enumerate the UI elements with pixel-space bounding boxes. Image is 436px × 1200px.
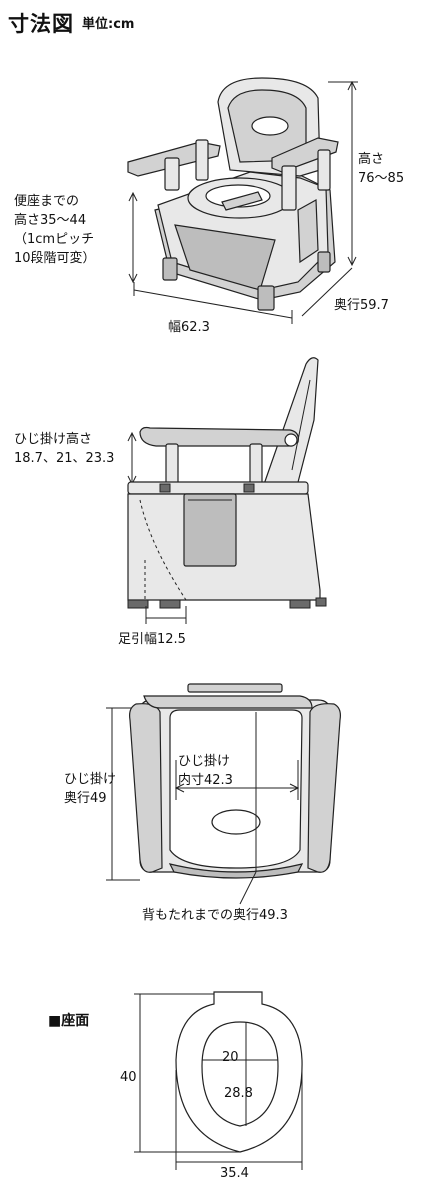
height-label: 高さ 76〜85 <box>358 150 404 188</box>
depth-label: 奥行59.7 <box>334 298 389 313</box>
seat-section-label: ■座面 <box>48 1013 90 1029</box>
armrest-depth-title: ひじ掛け <box>64 772 117 787</box>
perspective-view <box>127 77 358 324</box>
armrest-depth-value: 奥行49 <box>64 791 107 806</box>
page-title: 寸法図 <box>8 12 74 36</box>
hole-width-dim: 20 <box>222 1050 239 1065</box>
seat-height-label: 便座までの 高さ35〜44 （1cmピッチ 10段階可変） <box>14 192 96 268</box>
armrest-depth-label: ひじ掛け 奥行49 <box>64 770 116 808</box>
seat-width-dim: 35.4 <box>220 1166 249 1181</box>
armrest-height-values: 18.7、21、23.3 <box>14 451 115 466</box>
height-label-title: 高さ <box>358 152 385 167</box>
backrest-depth-label: 背もたれまでの奥行49.3 <box>142 908 288 923</box>
armrest-height-title: ひじ掛け高さ <box>14 432 93 447</box>
armrest-inner-title: ひじ掛け <box>178 754 231 769</box>
seat-height-line-1: 便座までの <box>14 194 80 209</box>
top-view <box>106 683 341 905</box>
foot-width-label: 足引幅12.5 <box>118 632 186 647</box>
armrest-inner-value: 内寸42.3 <box>178 773 233 788</box>
side-view <box>127 357 327 624</box>
height-label-value: 76〜85 <box>358 171 405 186</box>
unit-label: 単位:cm <box>82 17 135 32</box>
seat-height-line-4: 10段階可変） <box>14 251 96 266</box>
hole-depth-dim: 28.8 <box>224 1086 253 1101</box>
seat-view <box>134 991 303 1170</box>
seat-height-line-2: 高さ35〜44 <box>14 213 87 228</box>
armrest-inner-label: ひじ掛け 内寸42.3 <box>178 752 233 790</box>
seat-height-line-3: （1cmピッチ <box>14 232 95 247</box>
seat-height-dim: 40 <box>120 1070 137 1085</box>
armrest-height-label: ひじ掛け高さ 18.7、21、23.3 <box>14 430 114 468</box>
width-label: 幅62.3 <box>168 320 210 335</box>
